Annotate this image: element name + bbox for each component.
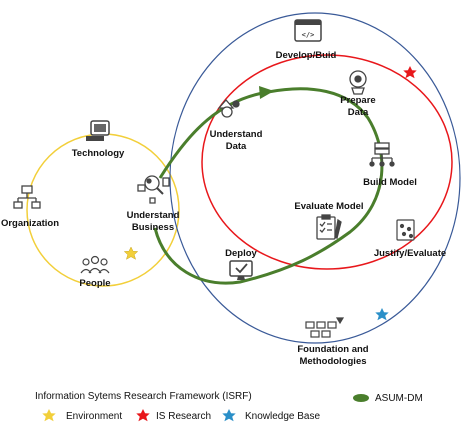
- organization-icon: [13, 185, 41, 209]
- legend-knowledge-base-star-icon: [222, 409, 236, 422]
- understand-data-label-2: Data: [226, 141, 247, 152]
- legend-environment-star-icon: [42, 409, 56, 422]
- legend-environment-label: Environment: [66, 411, 122, 422]
- prepare-data-icon: [349, 70, 367, 95]
- foundation-label-2: Methodologies: [299, 356, 366, 367]
- develop-build-icon: </>: [294, 19, 322, 42]
- legend-asum-dm-swatch: [353, 394, 369, 402]
- technology-icon: [86, 120, 110, 141]
- understand-business-icon: [137, 175, 170, 204]
- legend-asum-dm-label: ASUM-DM: [375, 393, 423, 404]
- people-label: People: [79, 278, 110, 289]
- svg-text:</>: </>: [302, 31, 315, 39]
- foundation-icon: [305, 317, 345, 338]
- evaluate-model-label: Evaluate Model: [294, 201, 363, 212]
- justify-evaluate-label: Justify/Evaluate: [374, 248, 446, 259]
- prepare-data-label-1: Prepare: [340, 95, 375, 106]
- asum-dm-arrowhead: [259, 86, 274, 99]
- understand-data-icon: [217, 99, 240, 118]
- knowledge-base-ring: [169, 12, 461, 344]
- is-research-star-icon: [403, 66, 417, 79]
- develop-build-label: Develop/Buid: [276, 50, 337, 61]
- justify-evaluate-icon: [396, 219, 415, 241]
- deploy-label: Deploy: [225, 248, 257, 259]
- understand-data-label-1: Understand: [210, 129, 263, 140]
- build-model-icon: [369, 142, 395, 167]
- technology-label: Technology: [72, 148, 125, 159]
- understand-business-label-2: Business: [132, 222, 174, 233]
- is-research-ring: [201, 54, 453, 270]
- environment-star-icon: [123, 246, 139, 260]
- legend-is-research-star-icon: [136, 409, 150, 422]
- foundation-label-1: Foundation and: [297, 344, 368, 355]
- legend-title: Information Sytems Research Framework (I…: [35, 391, 252, 402]
- understand-business-label-1: Understand: [127, 210, 180, 221]
- deploy-icon: [229, 260, 253, 280]
- asum-dm-loop: [153, 87, 384, 285]
- build-model-label: Build Model: [363, 177, 417, 188]
- knowledge-base-star-icon: [375, 308, 389, 321]
- legend-is-research-label: IS Research: [156, 411, 211, 422]
- people-icon: [80, 255, 110, 274]
- evaluate-model-icon: [316, 214, 342, 240]
- prepare-data-label-2: Data: [348, 107, 369, 118]
- legend-knowledge-base-label: Knowledge Base: [245, 411, 320, 422]
- organization-label: Organization: [1, 218, 59, 229]
